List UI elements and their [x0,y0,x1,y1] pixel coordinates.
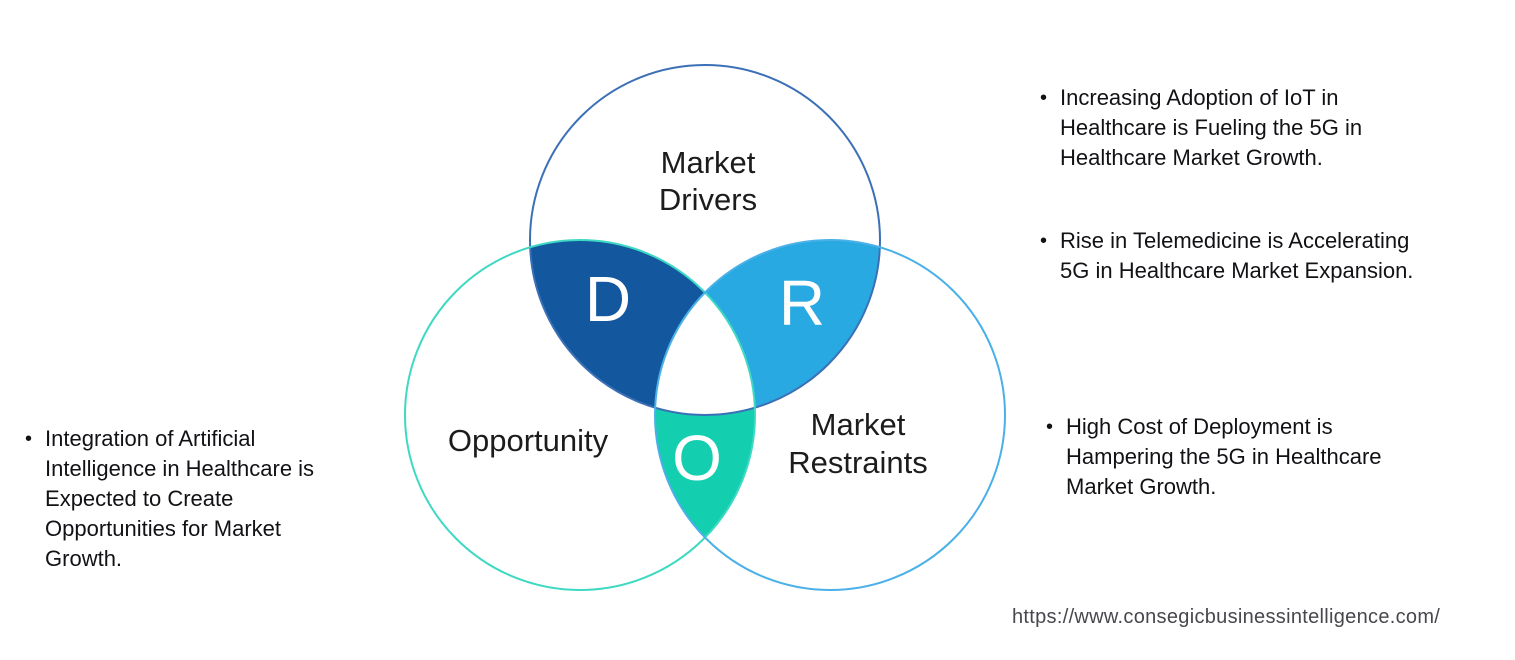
restraints-intersection-letter: R [778,267,826,339]
drivers-circle-label: Market Drivers [658,145,758,217]
driver-note-1-text: Increasing Adoption of IoT in Healthcare… [1060,85,1363,170]
restraints-circle-label: Market Restraints [788,407,928,480]
opportunity-circle-outline [404,239,756,591]
drivers-opportunity-petal [530,240,755,415]
drivers-circle-outline [529,64,881,416]
restraints-petal-fill [655,240,880,415]
source-url[interactable]: https://www.consegicbusinessintelligence… [1012,606,1441,628]
opportunity-circle-label: Opportunity [447,423,609,458]
bullet-dot: • [1046,416,1054,438]
opportunity-note: • Integration of Artificial Intelligence… [25,424,385,574]
driver-note-2-text: Rise in Telemedicine is Accelerating 5G … [1060,228,1414,283]
opportunity-note-text: Integration of Artificial Intelligence i… [45,426,315,571]
driver-note-1: • Increasing Adoption of IoT in Healthca… [1040,83,1480,173]
drivers-restraints-petal [655,240,880,415]
bullet-dot: • [25,428,33,450]
bullet-dot: • [1040,87,1048,109]
restraint-note-text: High Cost of Deployment is Hampering the… [1066,414,1382,499]
opportunity-intersection-letter: O [672,422,722,494]
restraints-circle-outline [654,239,1006,591]
driver-note-2: • Rise in Telemedicine is Accelerating 5… [1040,226,1500,286]
restraint-note: • High Cost of Deployment is Hampering t… [1046,412,1486,502]
drivers-intersection-letter: D [584,263,632,335]
bullet-dot: • [1040,230,1048,252]
drivers-petal-fill [530,240,755,415]
